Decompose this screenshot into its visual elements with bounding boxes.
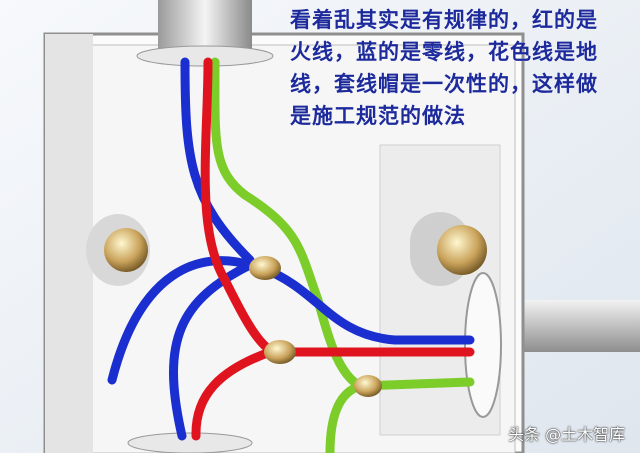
screw-boss-left — [104, 228, 148, 272]
caption-line: 火线，蓝的是零线，花色线是地 — [290, 40, 598, 64]
wire-caps — [249, 256, 382, 397]
earth-wire-3 — [325, 381, 365, 453]
wire-cap — [264, 340, 296, 364]
live-wire-1 — [200, 57, 275, 355]
caption-line: 看着乱其实是有规律的，红的是 — [290, 8, 598, 32]
live-wire-3 — [191, 347, 275, 441]
screw-boss-right — [437, 225, 487, 275]
neutral-wire-1 — [180, 57, 255, 265]
neutral-wire-4 — [107, 256, 255, 385]
neutral-wire-2 — [257, 263, 475, 345]
wire-cap — [354, 375, 382, 397]
caption-text: 看着乱其实是有规律的，红的是 火线，蓝的是零线，花色线是地 线，套线帽是一次性的… — [290, 4, 640, 132]
bottom-conduit — [127, 432, 253, 453]
watermark: 头条 @土木智库 — [508, 425, 626, 444]
caption-line: 线，套线帽是一次性的，这样做 — [290, 72, 598, 96]
wire-cap — [249, 256, 281, 280]
caption-line: 是施工规范的做法 — [290, 104, 466, 128]
